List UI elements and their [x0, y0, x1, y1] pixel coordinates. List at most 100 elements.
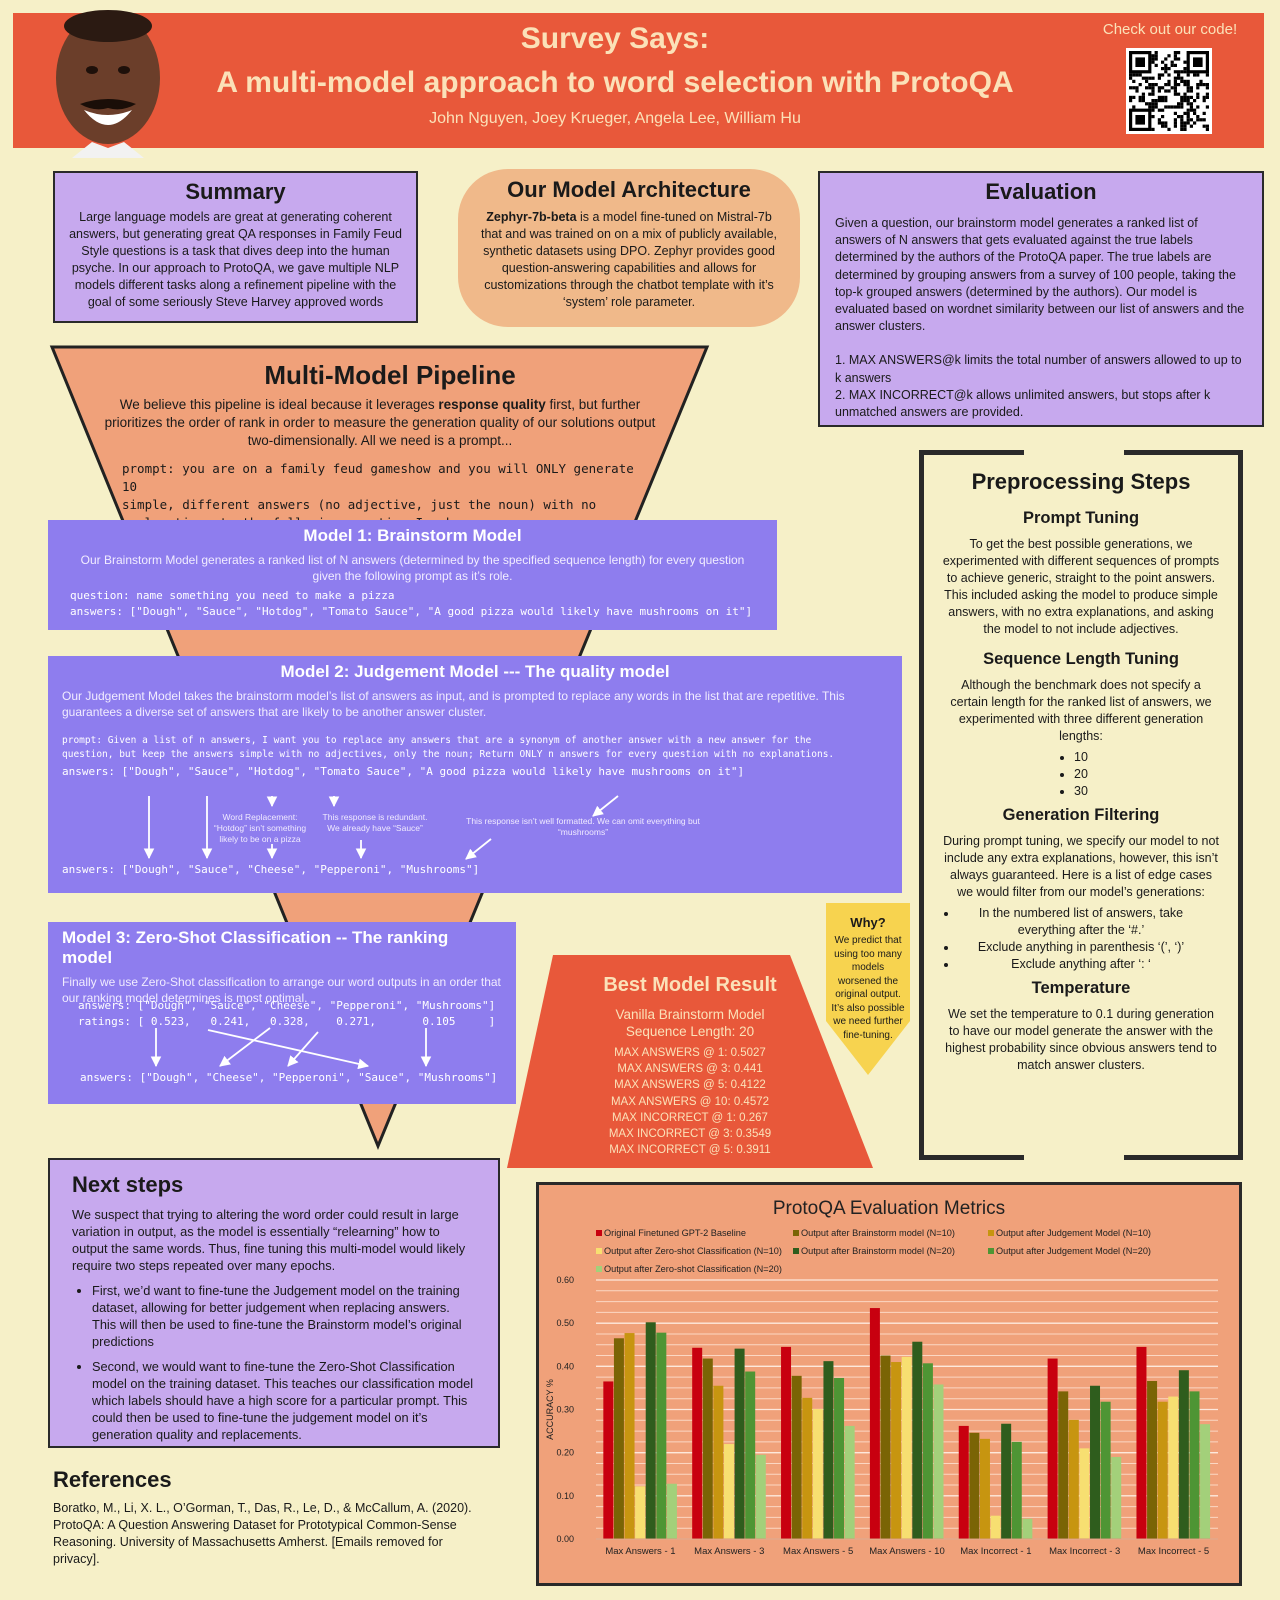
qr-module [1151, 60, 1155, 64]
preprocessing-title: Preprocessing Steps [971, 469, 1191, 494]
x-tick-label: Max Incorrect - 1 [960, 1546, 1031, 1557]
x-tick-label: Max Answers - 1 [605, 1546, 675, 1557]
qr-module [1151, 115, 1155, 119]
qr-module [1177, 76, 1181, 80]
qr-module [1202, 118, 1206, 122]
model1-section: Model 1: Brainstorm Model Our Brainstorm… [48, 520, 777, 630]
qr-module [1180, 118, 1184, 122]
prompt-tuning-text: To get the best possible generations, we… [942, 537, 1220, 636]
x-tick-label: Max Answers - 10 [869, 1546, 945, 1557]
generation-filter-item: Exclude anything in parenthesis ‘(’, ‘)’ [958, 939, 1204, 956]
qr-module [1154, 51, 1158, 55]
qr-module [1173, 76, 1177, 80]
qr-module [1205, 73, 1209, 77]
why-callout-shape [826, 903, 910, 1075]
model2-section: Model 2: Judgement Model --- The quality… [48, 656, 902, 893]
qr-module [1199, 118, 1203, 122]
qr-module [1167, 73, 1171, 77]
qr-module [1205, 127, 1209, 131]
references-title: References [53, 1467, 172, 1492]
qr-module [1173, 111, 1177, 115]
legend-swatch [793, 1230, 799, 1236]
qr-module [1164, 99, 1168, 103]
qr-module [1167, 89, 1171, 93]
legend-swatch [793, 1248, 799, 1254]
best-result-item: MAX ANSWERS @ 3: 0.441 [617, 1063, 763, 1076]
qr-module [1180, 79, 1184, 83]
qr-module [1151, 108, 1155, 112]
sequence-length-item: 30 [1074, 783, 1088, 800]
qr-module [1186, 118, 1190, 122]
chart-bar [922, 1363, 933, 1539]
qr-module [1180, 102, 1184, 106]
poster-title-line1: Survey Says: [520, 22, 710, 55]
qr-module [1157, 118, 1161, 122]
chart-bar [912, 1341, 923, 1539]
architecture-section: Our Model Architecture Zephyr-7b-beta is… [458, 169, 800, 327]
preprocessing-border-gap-bottom [1024, 1154, 1124, 1161]
qr-module [1148, 76, 1152, 80]
qr-module [1180, 115, 1184, 119]
qr-module [1141, 95, 1145, 99]
chart-bar [1058, 1391, 1069, 1539]
qr-module [1164, 95, 1168, 99]
x-tick-label: Max Incorrect - 3 [1049, 1546, 1120, 1557]
qr-module [1157, 76, 1161, 80]
qr-module [1180, 124, 1184, 128]
qr-module [1186, 115, 1190, 119]
y-tick-label: 0.40 [556, 1361, 574, 1371]
qr-module [1154, 54, 1158, 58]
poster-authors: John Nguyen, Joey Krueger, Angela Lee, W… [429, 110, 801, 127]
qr-module [1161, 121, 1165, 125]
chart-bar [613, 1338, 624, 1539]
qr-module [1183, 92, 1187, 96]
chart-bar [1178, 1370, 1189, 1539]
chart-bar [958, 1425, 969, 1539]
sequence-length-list: 10 20 30 [1074, 749, 1088, 800]
qr-module [1177, 51, 1181, 55]
qr-module [1193, 111, 1197, 115]
qr-module [1183, 79, 1187, 83]
chart-bar [844, 1425, 855, 1539]
summary-title: Summary [185, 179, 286, 204]
best-result-item: MAX INCORRECT @ 1: 0.267 [612, 1111, 768, 1124]
qr-module [1154, 57, 1158, 61]
qr-module [1196, 115, 1200, 119]
qr-module [1161, 60, 1165, 64]
qr-code-icon[interactable] [1126, 48, 1212, 134]
pipeline-title: Multi-Model Pipeline [264, 360, 516, 390]
legend-label: Output after Brainstorm model (N=10) [801, 1228, 955, 1238]
qr-module [1180, 121, 1184, 125]
qr-code-pattern [1129, 51, 1209, 131]
model3-ratings: ratings: [ 0.523, 0.241, 0.328, 0.271, 0… [78, 1015, 496, 1028]
summary-section: Summary Large language models are great … [53, 171, 418, 323]
qr-module [1157, 121, 1161, 125]
chart-bar [666, 1483, 677, 1539]
model3-section: Model 3: Zero-Shot Classification -- The… [48, 922, 516, 1104]
qr-module [1189, 124, 1193, 128]
model1-answers: answers: ["Dough", "Sauce", "Hotdog", "T… [70, 605, 753, 618]
qr-module [1164, 63, 1168, 67]
prompt-tuning-title: Prompt Tuning [1022, 509, 1140, 527]
chart-bar [1011, 1441, 1022, 1539]
model3-title: Model 3: Zero-Shot Classification -- The… [62, 928, 449, 967]
model1-question: question: name something you need to mak… [70, 589, 395, 602]
qr-module [1157, 108, 1161, 112]
x-tick-label: Max Answers - 3 [694, 1546, 764, 1557]
best-result-model: Vanilla Brainstorm Model [615, 1007, 765, 1022]
qr-module [1180, 127, 1184, 131]
legend-swatch [988, 1248, 994, 1254]
qr-module [1129, 95, 1133, 99]
qr-module [1180, 70, 1184, 74]
best-result-item: MAX ANSWERS @ 10: 0.4572 [610, 1095, 770, 1108]
qr-module [1164, 105, 1168, 109]
best-result-subtitle: Vanilla Brainstorm Model Sequence Length… [560, 1006, 820, 1040]
chart-bar [603, 1381, 614, 1539]
qr-module [1151, 92, 1155, 96]
qr-module [1161, 95, 1165, 99]
qr-module [1164, 121, 1168, 125]
qr-module [1199, 83, 1203, 87]
qr-module [1202, 124, 1206, 128]
qr-module [1145, 79, 1149, 83]
